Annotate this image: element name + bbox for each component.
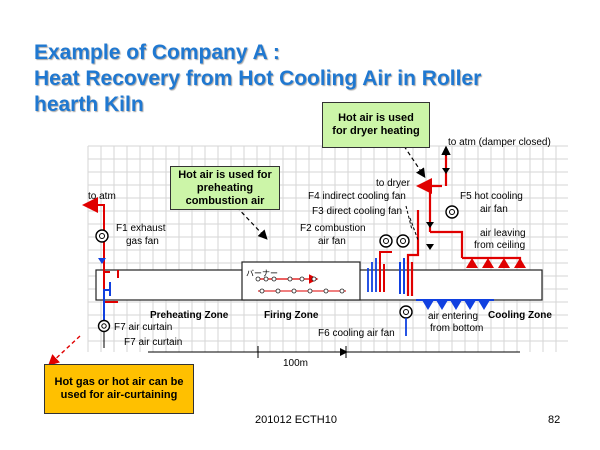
label-zone-cooling: Cooling Zone xyxy=(488,310,552,321)
f2-fan-icon xyxy=(379,234,393,248)
label-to-dryer: to dryer xyxy=(376,178,411,189)
label-f1-line2: gas fan xyxy=(126,236,159,247)
callout-air-curtain: Hot gas or hot air can be used for air-c… xyxy=(44,364,194,414)
curtain-callout-pointer xyxy=(47,335,81,366)
label-air-entering-line1: air entering xyxy=(428,311,478,322)
callout-dryer-heating: Hot air is used for dryer heating xyxy=(322,102,430,148)
label-f5-line2: air fan xyxy=(480,204,508,215)
callout-dryer-text: Hot air is used for dryer heating xyxy=(332,112,420,137)
label-air-leaving-line1: air leaving xyxy=(480,228,526,239)
label-f3: F3 direct cooling fan xyxy=(312,206,402,217)
label-f2-line1: F2 combustion xyxy=(300,223,366,234)
burner-text: バーナー xyxy=(246,269,278,278)
footer-code: 201012 ECTH10 xyxy=(255,414,337,426)
f4-leader xyxy=(405,205,413,231)
label-f2-line2: air fan xyxy=(318,236,346,247)
bottom-inlets xyxy=(422,300,490,310)
burner-row-lower xyxy=(259,288,345,294)
label-air-leaving-line2: from ceiling xyxy=(474,240,525,251)
slide-title: Example of Company A : Heat Recovery fro… xyxy=(34,40,574,118)
label-zone-preheating: Preheating Zone xyxy=(150,310,229,321)
label-air-entering-line2: from bottom xyxy=(430,323,483,334)
label-f5-line1: F5 hot cooling xyxy=(460,191,523,202)
label-f7a: F7 air curtain xyxy=(114,322,172,333)
ceiling-outlets xyxy=(466,258,526,268)
f6-fan-icon xyxy=(399,305,413,319)
f7-air-curtain-duct xyxy=(103,282,111,322)
label-f1-line1: F1 exhaust xyxy=(116,223,166,234)
f2-hot-feed xyxy=(379,251,392,292)
label-f6: F6 cooling air fan xyxy=(318,328,395,339)
f1-fan-icon xyxy=(95,229,109,243)
dryer-callout-pointer xyxy=(403,145,426,178)
f2-combustion-duct xyxy=(367,258,377,292)
f3-f4-duct xyxy=(399,258,405,294)
f5-damper-lower xyxy=(426,222,434,228)
title-line-3: hearth Kiln xyxy=(34,93,144,116)
callout-preheat: Hot air is used for preheating combustio… xyxy=(170,166,280,210)
f5-fan-icon xyxy=(445,205,459,219)
f3-leader xyxy=(409,217,419,241)
title-line-1: Example of Company A : xyxy=(34,41,280,64)
label-f4: F4 indirect cooling fan xyxy=(308,191,406,202)
title-line-2: Heat Recovery from Hot Cooling Air in Ro… xyxy=(34,67,482,90)
label-to-atm-damper: to atm (damper closed) xyxy=(448,137,551,148)
f4-hot-duct xyxy=(406,210,420,296)
burner-row-upper xyxy=(255,276,317,282)
f7-fan-icon xyxy=(97,319,111,333)
callout-preheat-text: Hot air is used for preheating combustio… xyxy=(178,168,272,207)
f5-damper-side xyxy=(426,244,434,250)
label-to-atm: to atm xyxy=(88,191,116,202)
label-zone-firing: Firing Zone xyxy=(264,310,319,321)
f3-fan-icon xyxy=(396,234,410,248)
f1-damper xyxy=(98,258,106,264)
page-number: 82 xyxy=(548,414,561,426)
f5-damper-top xyxy=(442,168,450,174)
callout-curtain-text: Hot gas or hot air can be used for air-c… xyxy=(54,376,184,401)
label-length: 100m xyxy=(283,358,308,369)
label-f7b: F7 air curtain xyxy=(124,337,182,348)
